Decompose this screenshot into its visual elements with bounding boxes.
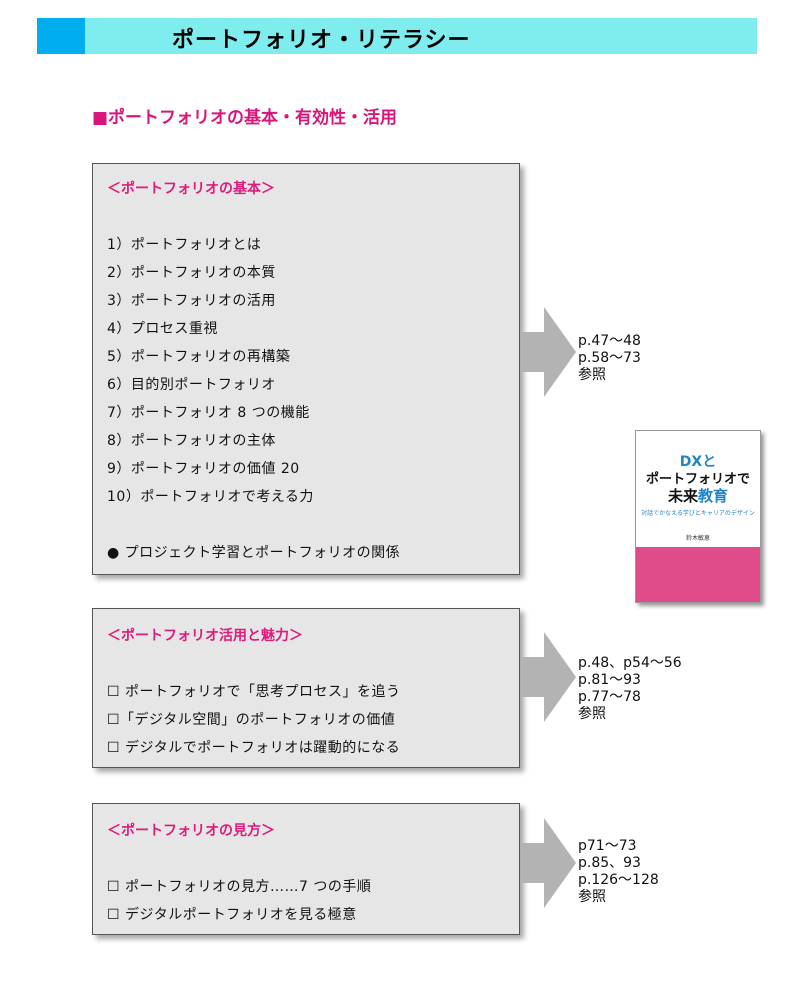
arrow-right-icon [522,632,576,722]
header-accent-block [37,18,85,54]
list-item: 3）ポートフォリオの活用 [107,293,276,309]
list-item: 8）ポートフォリオの主体 [107,433,276,449]
list-item: ☐ ポートフォリオの見方……7 つの手順 [107,879,372,895]
arrow-right-icon [522,818,576,908]
list-item: ☐ デジタルポートフォリオを見る極意 [107,907,357,923]
book-band [636,547,760,602]
box-heading: ＜ポートフォリオの基本＞ [107,181,275,197]
box-heading: ＜ポートフォリオ活用と魅力＞ [107,628,303,644]
list-item: 2）ポートフォリオの本質 [107,265,276,281]
list-item: 9）ポートフォリオの価値 20 [107,461,300,477]
book-cover: DXと ポートフォリオで 未来教育 対話でかなえる学びとキャリアのデザイン 鈴木… [635,430,761,603]
list-item: 7）ポートフォリオ 8 つの機能 [107,405,310,421]
list-item: 10）ポートフォリオで考える力 [107,489,314,505]
list-item: ☐「デジタル空間」のポートフォリオの価値 [107,712,396,728]
section-subtitle: ■ポートフォリオの基本・有効性・活用 [92,108,398,128]
list-item: 6）目的別ポートフォリオ [107,377,276,393]
viewing-box: ＜ポートフォリオの見方＞ ☐ ポートフォリオの見方……7 つの手順 ☐ デジタル… [92,803,520,935]
list-item: ● プロジェクト学習とポートフォリオの関係 [107,545,401,561]
box-heading: ＜ポートフォリオの見方＞ [107,823,275,839]
list-item: ☐ ポートフォリオで「思考プロセス」を追う [107,684,401,700]
list-item: ☐ デジタルでポートフォリオは躍動的になる [107,740,401,756]
usage-box: ＜ポートフォリオ活用と魅力＞ ☐ ポートフォリオで「思考プロセス」を追う ☐「デ… [92,608,520,768]
basics-box: ＜ポートフォリオの基本＞ 1）ポートフォリオとは 2）ポートフォリオの本質 3）… [92,163,520,575]
list-item: 4）プロセス重視 [107,321,218,337]
list-item: 1）ポートフォリオとは [107,237,262,253]
list-item: 5）ポートフォリオの再構築 [107,349,291,365]
header-band: ポートフォリオ・リテラシー [37,18,757,54]
page-title: ポートフォリオ・リテラシー [172,28,471,53]
arrow-right-icon [522,307,576,397]
